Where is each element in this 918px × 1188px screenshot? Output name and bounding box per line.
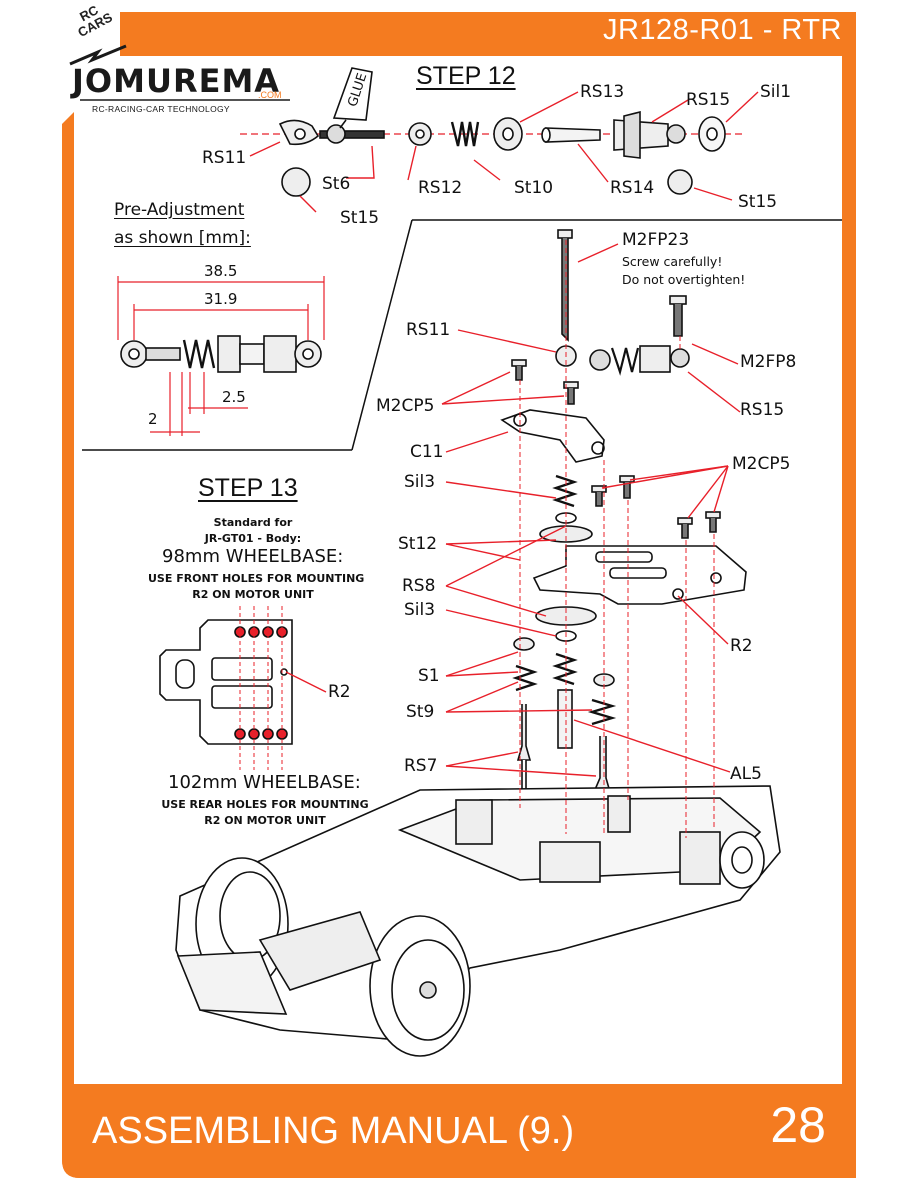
- brand-logo: JOMUREMA: [72, 62, 281, 100]
- part-label-m2fp23: M2FP23: [622, 230, 690, 250]
- step12-title: STEP 12: [416, 62, 516, 90]
- motor-plate-diagram: [159, 619, 293, 745]
- part-label-rs11-b: RS11: [406, 320, 451, 340]
- brand-subtitle: RC-RACING-CAR TECHNOLOGY: [92, 104, 230, 114]
- wheelbase-98: 98mm WHEELBASE:: [162, 546, 344, 567]
- part-label-c11: C11: [410, 442, 444, 462]
- dim-38-5: 38.5: [204, 262, 238, 280]
- part-label-rs13: RS13: [580, 82, 625, 102]
- part-label-m2cp5-right: M2CP5: [732, 454, 791, 474]
- part-label-sil1: Sil1: [760, 82, 792, 102]
- plate-label-r2: R2: [328, 682, 351, 702]
- pre-adjustment-line2: as shown [mm]:: [114, 228, 251, 248]
- part-label-st12: St12: [398, 534, 438, 554]
- standard-line1: Standard for: [213, 516, 293, 529]
- part-label-r2: R2: [730, 636, 753, 656]
- part-label-sil3-top: Sil3: [404, 472, 436, 492]
- pre-adjustment-line1: Pre-Adjustment: [114, 200, 245, 220]
- brand-logo-com: .COM: [258, 90, 282, 100]
- wheelbase-98-note1: USE FRONT HOLES FOR MOUNTING: [148, 572, 365, 585]
- dim-2-5: 2.5: [222, 388, 246, 406]
- wheelbase-98-note2: R2 ON MOTOR UNIT: [192, 588, 314, 601]
- part-label-rs15: RS15: [686, 90, 731, 110]
- wheelbase-102-note1: USE REAR HOLES FOR MOUNTING: [161, 798, 369, 811]
- part-label-rs15: RS15: [740, 400, 785, 420]
- screw-note-line1: Screw carefully!: [622, 254, 723, 269]
- model-title: JR128-R01 - RTR: [602, 14, 842, 46]
- part-label-rs11: RS11: [202, 148, 247, 168]
- part-label-st10: St10: [514, 178, 554, 198]
- wheelbase-102-note2: R2 ON MOTOR UNIT: [204, 814, 326, 827]
- part-label-sil3-bottom: Sil3: [404, 600, 436, 620]
- part-label-st6: St6: [322, 174, 351, 194]
- part-label-s1: S1: [418, 666, 440, 686]
- screw-note-line2: Do not overtighten!: [622, 272, 746, 287]
- part-label-rs14: RS14: [610, 178, 655, 198]
- divider-diagonal: [351, 219, 413, 451]
- part-label-st15-right: St15: [738, 192, 778, 212]
- page-number: 28: [770, 1097, 826, 1153]
- part-label-rs7: RS7: [404, 756, 438, 776]
- part-label-m2fp8: M2FP8: [740, 352, 797, 372]
- step13-title: STEP 13: [198, 474, 298, 502]
- dim-31-9: 31.9: [204, 290, 238, 308]
- standard-line2: JR-GT01 - Body:: [204, 532, 302, 545]
- part-label-st9: St9: [406, 702, 435, 722]
- part-label-rs8: RS8: [402, 576, 436, 596]
- part-label-m2cp5-left: M2CP5: [376, 396, 435, 416]
- part-label-al5: AL5: [730, 764, 762, 784]
- part-label-rs12: RS12: [418, 178, 463, 198]
- dim-2: 2: [148, 410, 158, 428]
- part-label-st15-left: St15: [340, 208, 380, 228]
- footer-title: ASSEMBLING MANUAL (9.): [92, 1110, 575, 1152]
- wheelbase-102: 102mm WHEELBASE:: [168, 772, 361, 793]
